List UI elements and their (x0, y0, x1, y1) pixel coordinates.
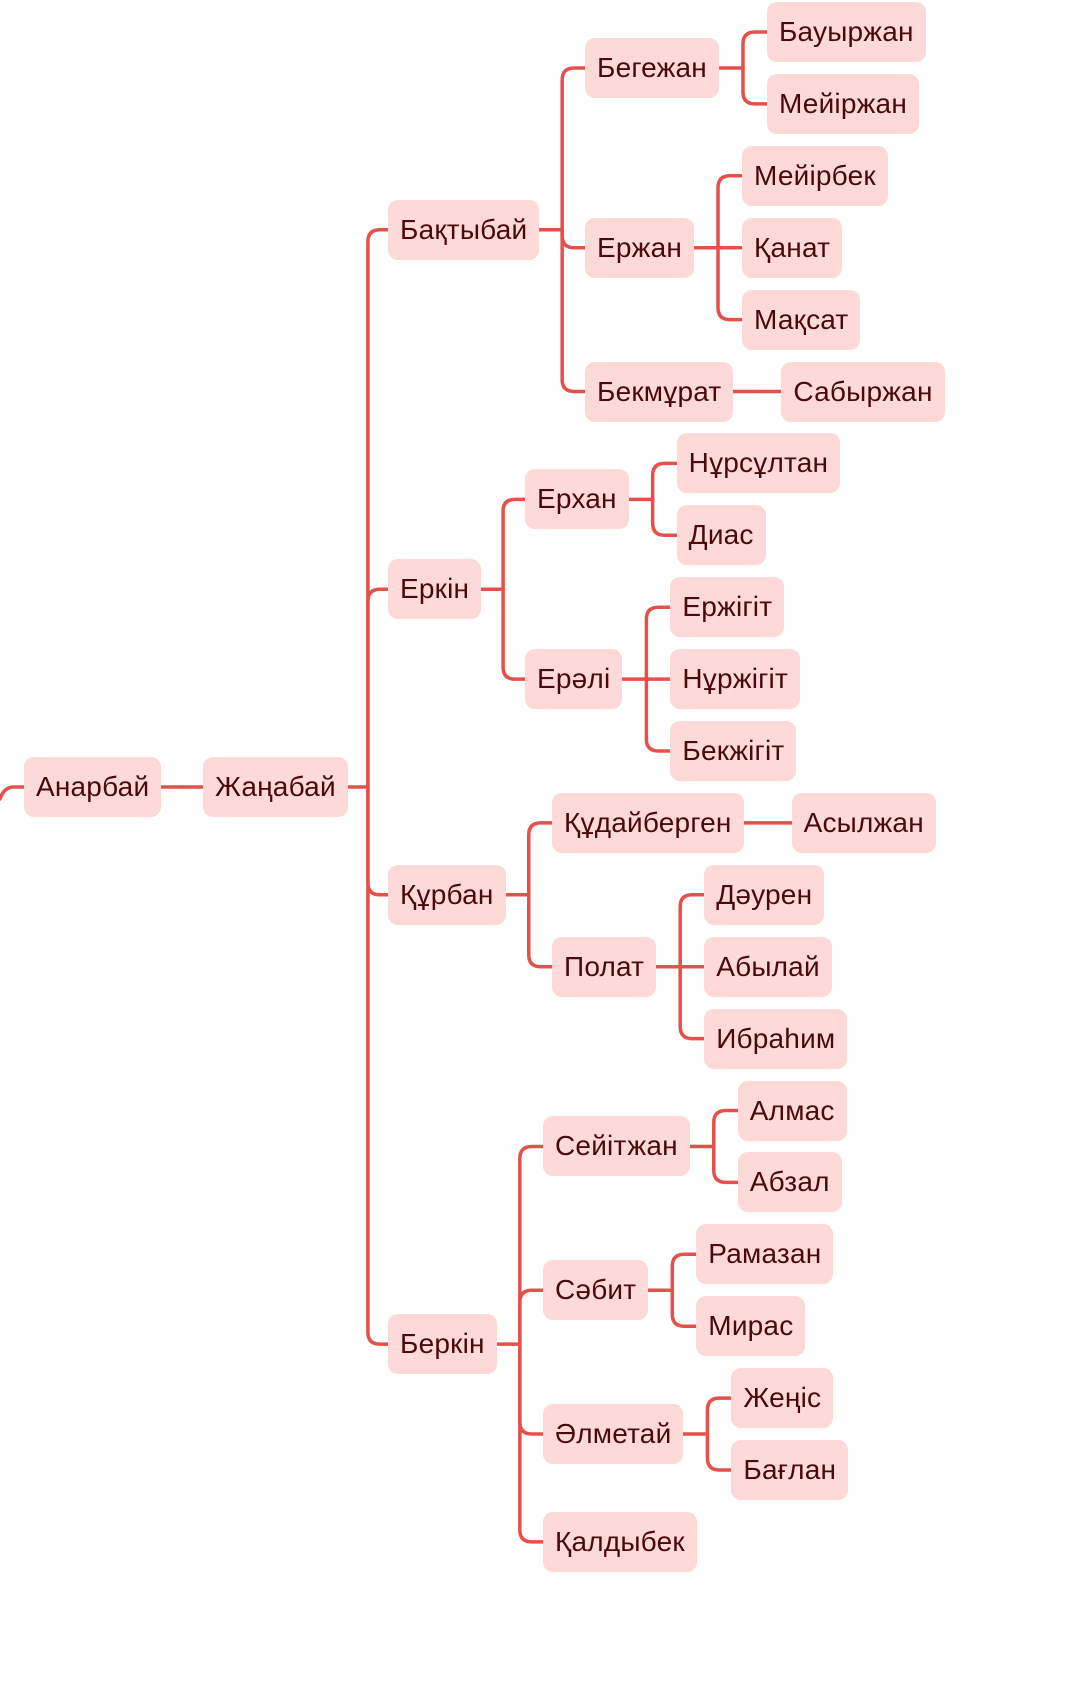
connector-line (678, 964, 706, 1041)
person-node[interactable]: Құдайберген (552, 792, 744, 853)
connector-line (366, 227, 390, 789)
connector-line (560, 227, 587, 394)
person-node[interactable]: Мақсат (742, 289, 861, 350)
person-node[interactable]: Алмас (737, 1080, 847, 1141)
person-node[interactable]: Ерәлі (525, 649, 623, 710)
root-entry-line (0, 785, 26, 801)
person-node[interactable]: Мейіржан (766, 73, 919, 134)
person-node[interactable]: Абзал (737, 1152, 842, 1213)
person-node[interactable]: Сәбит (543, 1260, 649, 1321)
connector-line (518, 1144, 545, 1346)
connector-line (518, 1342, 545, 1544)
person-node[interactable]: Сейітжан (543, 1116, 690, 1177)
person-node[interactable]: Бағлан (731, 1440, 849, 1500)
connector-line (366, 587, 390, 789)
connector-line (705, 1396, 734, 1436)
connector-line (670, 1252, 699, 1292)
person-node[interactable]: Рамазан (696, 1224, 834, 1285)
person-node[interactable]: Қалдыбек (543, 1511, 697, 1572)
person-node[interactable]: Еркін (388, 559, 482, 620)
person-node[interactable]: Бауыржан (766, 2, 926, 62)
person-node[interactable]: Диас (676, 505, 766, 566)
connector-line (366, 785, 390, 897)
connector-line (712, 1144, 740, 1185)
connector-line (650, 497, 679, 538)
person-node[interactable]: Ибраһим (704, 1008, 848, 1069)
connector-line (560, 227, 587, 250)
connector-line (560, 66, 587, 232)
person-node[interactable]: Мирас (696, 1296, 806, 1357)
connector-line (741, 30, 769, 70)
person-node[interactable]: Жеңіс (731, 1368, 834, 1429)
person-node[interactable]: Қанат (742, 217, 843, 278)
person-node[interactable]: Анарбай (24, 756, 162, 817)
connector-line (644, 605, 673, 681)
person-node[interactable]: Мейірбек (742, 145, 888, 206)
connector-line (705, 1432, 734, 1472)
connector-line (712, 1108, 740, 1149)
person-node[interactable]: Ержан (585, 217, 695, 278)
person-node[interactable]: Бақтыбай (388, 199, 540, 260)
person-node[interactable]: Әлметай (543, 1404, 684, 1465)
connector-line (644, 677, 673, 753)
person-node[interactable]: Беркін (388, 1314, 497, 1375)
connector-line (527, 893, 554, 969)
person-node[interactable]: Құрбан (388, 864, 506, 925)
person-node[interactable]: Асылжан (791, 792, 936, 853)
person-node[interactable]: Бекжігіт (670, 721, 797, 781)
connector-line (678, 893, 706, 969)
connector-line (716, 245, 744, 322)
connector-line (366, 785, 390, 1346)
person-node[interactable]: Дәурен (704, 864, 825, 925)
person-node[interactable]: Полат (552, 936, 657, 997)
connector-line (650, 461, 679, 502)
person-node[interactable]: Жаңабай (203, 756, 348, 817)
connector-line (518, 1342, 545, 1436)
person-node[interactable]: Сабыржан (781, 361, 945, 422)
connector-line (741, 66, 769, 106)
person-node[interactable]: Нұржігіт (670, 649, 800, 710)
connector-line (501, 587, 527, 681)
person-node[interactable]: Бегежан (585, 37, 719, 98)
person-node[interactable]: Бекмұрат (585, 361, 734, 422)
connector-line (716, 174, 744, 250)
person-node[interactable]: Ерхан (525, 469, 629, 530)
person-node[interactable]: Ержігіт (670, 577, 785, 638)
connector-line (670, 1288, 699, 1328)
person-node[interactable]: Нұрсұлтан (676, 433, 841, 494)
connector-line (527, 821, 554, 897)
connector-line (501, 497, 527, 591)
connector-line (518, 1288, 545, 1346)
person-node[interactable]: Абылай (704, 936, 832, 997)
